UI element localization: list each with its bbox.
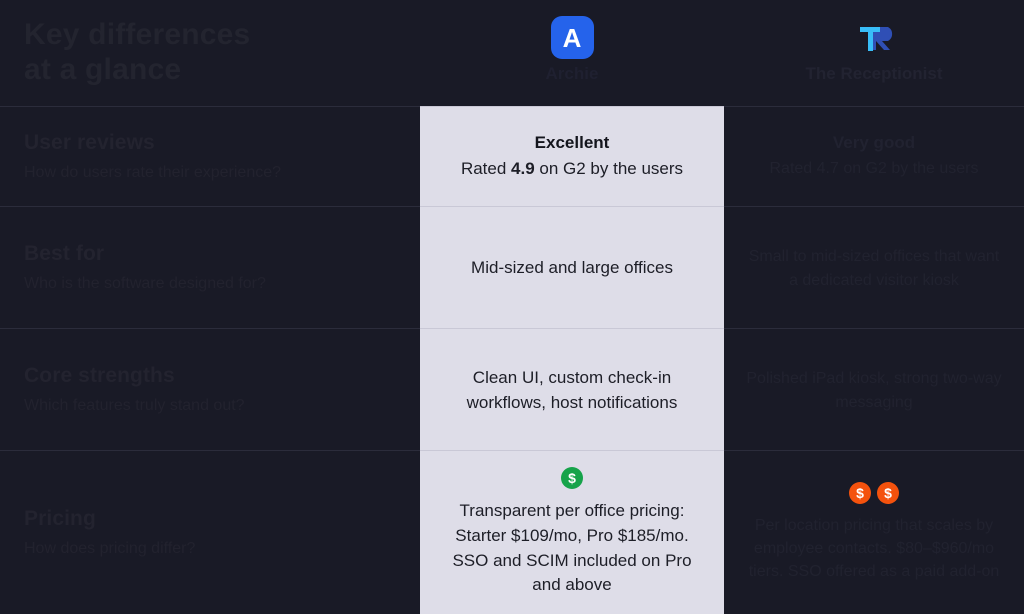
archie-logo-icon: A [550, 16, 594, 60]
rating-value: 4.9 [511, 158, 535, 178]
rating-suffix: on G2 by the users [534, 158, 684, 178]
row-label-core-strengths: Core strengths Which features truly stan… [0, 328, 420, 450]
row-label-question: Who is the software designed for? [24, 274, 266, 292]
cell-archie-best-for: Mid-sized and large offices [420, 206, 724, 328]
price-level-indicator-receptionist: $ $ [849, 481, 899, 504]
cell-archie-pricing: $ Transparent per office pricing: Starte… [420, 450, 724, 614]
row-label-pricing: Pricing How does pricing differ? [0, 450, 420, 614]
price-level-indicator-archie: $ [561, 467, 583, 490]
row-label-title: User reviews [24, 130, 155, 154]
page-title: Key differences at a glance [24, 18, 251, 86]
row-label-question: Which features truly stand out? [24, 396, 245, 414]
cell-body: Polished iPad kiosk, strong two-way mess… [746, 370, 1002, 411]
row-label-title: Best for [24, 241, 105, 265]
cell-title: Excellent [534, 132, 610, 152]
dollar-coin-icon: $ [877, 481, 899, 504]
product-header-archie: A Archie [420, 0, 724, 106]
rating-prefix: Rated [460, 158, 512, 178]
product-header-receptionist: The Receptionist [724, 0, 1024, 106]
archie-logo-letter: A [550, 16, 594, 60]
receptionist-product-name: The Receptionist [805, 63, 943, 83]
cell-body: Transparent per office pricing: Starter … [452, 501, 692, 595]
cell-body: Clean UI, custom check-in workflows, hos… [466, 367, 678, 412]
row-label-title: Pricing [24, 506, 96, 530]
cell-body: Per location pricing that scales by empl… [748, 516, 1000, 581]
row-label-title: Core strengths [24, 363, 175, 387]
row-label-question: How do users rate their experience? [24, 163, 282, 181]
dollar-coin-icon: $ [849, 481, 871, 504]
cell-archie-core-strengths: Clean UI, custom check-in workflows, hos… [420, 328, 724, 450]
page-heading: Key differences at a glance [0, 0, 420, 106]
cell-receptionist-pricing: $ $ Per location pricing that scales by … [724, 450, 1024, 614]
row-label-question: How does pricing differ? [24, 539, 196, 557]
row-label-best-for: Best for Who is the software designed fo… [0, 206, 420, 328]
cell-body: Rated 4.7 on G2 by the users [769, 160, 979, 178]
cell-title: Very good [832, 133, 916, 153]
cell-receptionist-core-strengths: Polished iPad kiosk, strong two-way mess… [724, 328, 1024, 450]
cell-receptionist-user-reviews: Very good Rated 4.7 on G2 by the users [724, 106, 1024, 206]
receptionist-logo-icon [854, 18, 894, 58]
cell-body: Small to mid-sized offices that want a d… [748, 248, 1000, 289]
cell-body: Mid-sized and large offices [471, 258, 673, 278]
dollar-coin-icon: $ [561, 467, 583, 490]
row-label-user-reviews: User reviews How do users rate their exp… [0, 106, 420, 206]
archie-product-name: Archie [545, 63, 599, 83]
cell-archie-user-reviews: Excellent Rated 4.9 on G2 by the users [420, 106, 724, 206]
cell-receptionist-best-for: Small to mid-sized offices that want a d… [724, 206, 1024, 328]
cell-body: Rated 4.9 on G2 by the users [461, 157, 683, 182]
